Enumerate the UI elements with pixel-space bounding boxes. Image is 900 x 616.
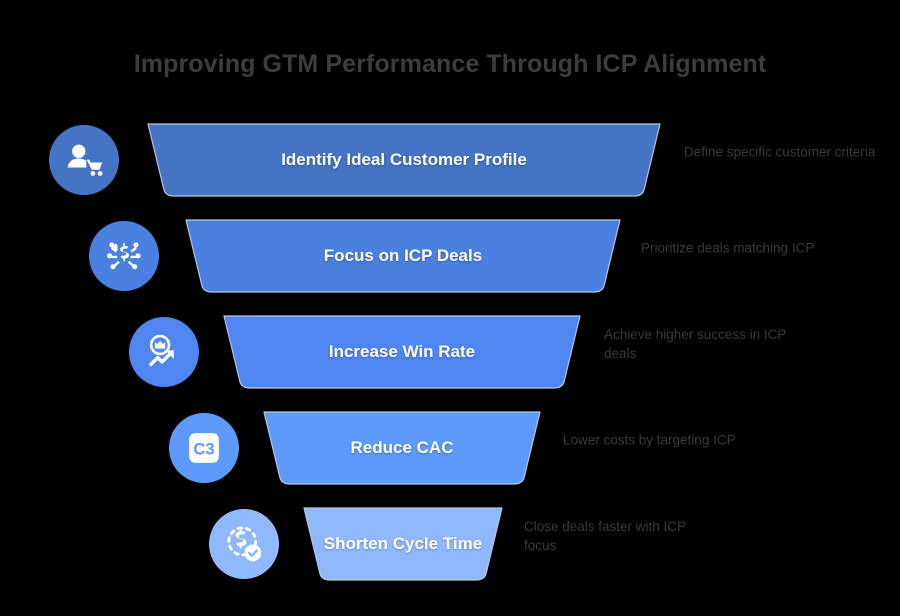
page-title: Improving GTM Performance Through ICP Al… (133, 50, 767, 78)
dollar-check-icon (209, 509, 279, 579)
funnel-stage-3[interactable]: Increase Win Rate Achieve higher success… (0, 304, 900, 400)
customer-cart-icon (49, 125, 119, 195)
funnel-description-1: Define specific customer criteria (684, 144, 876, 160)
funnel-band-4[interactable]: Reduce CAC (256, 408, 548, 488)
funnel-stage-5[interactable]: Shorten Cycle Time Close deals faster wi… (0, 496, 900, 592)
funnel-description-2: Prioritize deals matching ICP (641, 240, 815, 256)
deal-network-icon (89, 221, 159, 291)
funnel-description-3: Achieve higher success in ICP deals (604, 326, 787, 361)
funnel-band-3[interactable]: Increase Win Rate (216, 312, 588, 392)
funnel-stage-1[interactable]: Identify Ideal Customer Profile Define s… (0, 112, 900, 208)
crown-growth-icon (129, 317, 199, 387)
funnel-stage-2[interactable]: Focus on ICP Deals Prioritize deals matc… (0, 208, 900, 304)
funnel-description-5: Close deals faster with ICP focus (524, 518, 686, 553)
funnel-band-1[interactable]: Identify Ideal Customer Profile (140, 120, 668, 200)
funnel-band-5[interactable]: Shorten Cycle Time (296, 504, 510, 584)
funnel-stage-4[interactable]: C3 Reduce CAC Lower costs by targeting I… (0, 400, 900, 496)
c3-badge-icon: C3 (169, 413, 239, 483)
funnel-description-4: Lower costs by targeting ICP (563, 432, 736, 448)
funnel-band-2[interactable]: Focus on ICP Deals (178, 216, 628, 296)
svg-text:C3: C3 (193, 440, 214, 459)
